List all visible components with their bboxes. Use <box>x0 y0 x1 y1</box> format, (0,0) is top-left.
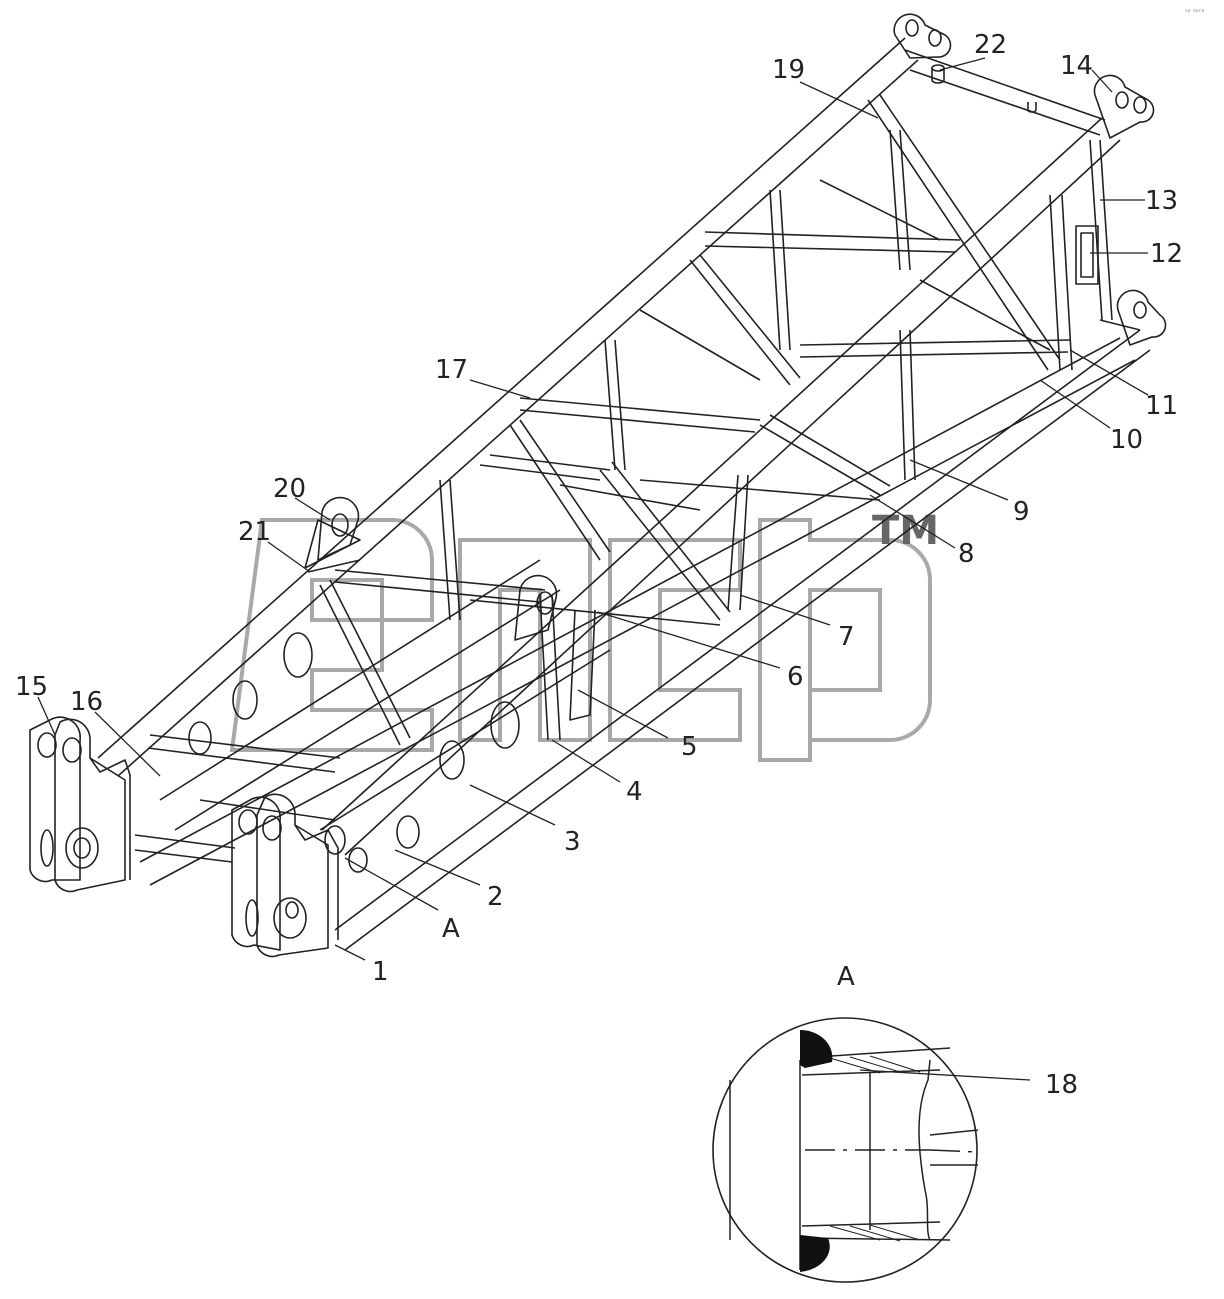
leader-lines <box>37 57 1149 1081</box>
weld-top <box>800 1030 833 1068</box>
detail-title: A <box>837 962 855 992</box>
callout-6: 6 <box>787 662 804 692</box>
callout-1: 1 <box>372 957 389 987</box>
callout-5: 5 <box>681 732 698 762</box>
callout-2: 2 <box>487 882 504 912</box>
callouts: 1 2 3 4 5 6 7 8 9 10 11 12 13 14 15 16 1… <box>15 30 1183 1100</box>
callout-4: 4 <box>626 777 643 807</box>
callout-11: 11 <box>1145 391 1178 421</box>
callout-13: 13 <box>1145 186 1178 216</box>
callout-21: 21 <box>238 517 271 547</box>
callout-22: 22 <box>974 30 1007 60</box>
callout-16: 16 <box>70 687 103 717</box>
chord-bottom-left <box>139 337 1136 886</box>
callout-15: 15 <box>15 672 48 702</box>
callout-12: 12 <box>1150 239 1183 269</box>
boom-lattice <box>29 13 1167 958</box>
watermark-logo <box>229 518 932 762</box>
weld-bottom <box>800 1235 830 1272</box>
corner-mark: ᵉᵖ ᵉᵖᶜᵃ <box>1185 8 1205 16</box>
callout-3: 3 <box>564 827 581 857</box>
callout-20: 20 <box>273 474 306 504</box>
callout-18: 18 <box>1045 1070 1078 1100</box>
callout-7: 7 <box>838 622 855 652</box>
detail-a <box>712 1017 979 1283</box>
callout-a: A <box>442 914 460 944</box>
callout-14: 14 <box>1060 51 1093 81</box>
chord-top-left <box>97 37 919 777</box>
callout-17: 17 <box>435 355 468 385</box>
chord-bottom-right <box>334 329 1151 951</box>
callout-8: 8 <box>958 539 975 569</box>
callout-10: 10 <box>1110 425 1143 455</box>
callout-9: 9 <box>1013 497 1030 527</box>
callout-19: 19 <box>772 55 805 85</box>
